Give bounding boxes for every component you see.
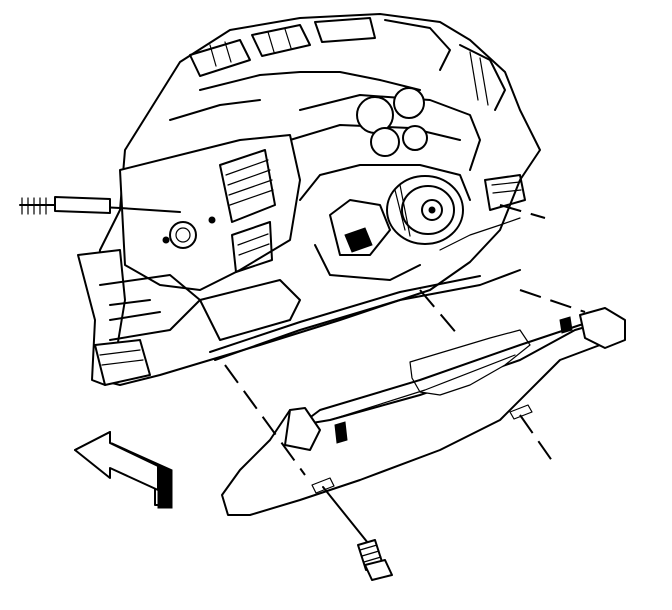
headlamp-switch — [169, 221, 197, 249]
hood-release-cable — [19, 196, 181, 215]
steering-column-hub — [386, 175, 464, 245]
gauge-cluster — [356, 87, 428, 157]
arrow-up-left-icon — [74, 431, 173, 509]
instrument-panel-carrier — [19, 13, 541, 386]
steering-column-knee-bolster — [221, 307, 626, 516]
bolster-fastener — [322, 486, 393, 581]
alignment-lines — [224, 204, 586, 476]
